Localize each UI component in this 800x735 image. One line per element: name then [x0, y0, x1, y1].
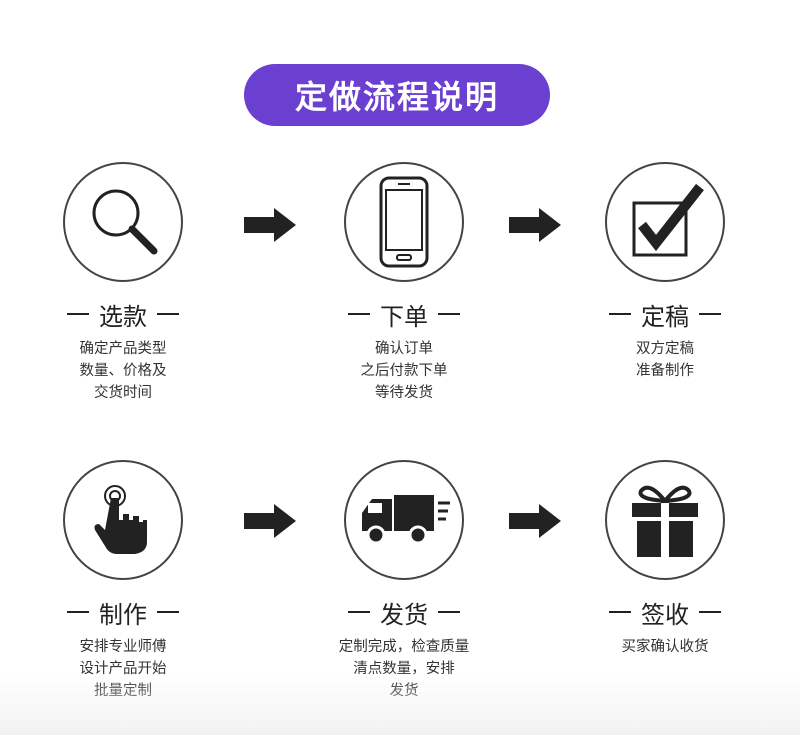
step-description: 确认订单 之后付款下单 等待发货: [360, 341, 448, 401]
step-icon-circle: [605, 162, 725, 282]
step-ship: 发货 定制完成，检查质量 清点数量，安排 发货: [304, 460, 504, 702]
dash-left: [348, 313, 370, 315]
step-select: 选款 确定产品类型 数量、价格及 交货时间: [23, 162, 223, 404]
dash-left: [609, 611, 631, 613]
step-title: 发货: [380, 600, 428, 629]
step-icon-circle: [344, 162, 464, 282]
step-title: 下单: [380, 302, 428, 331]
step-description: 双方定稿 准备制作: [636, 341, 694, 379]
arrow-right-icon: [244, 504, 296, 538]
step-heading: 签收: [565, 596, 765, 629]
step-title: 定稿: [641, 302, 689, 331]
dash-right: [438, 313, 460, 315]
step-receive: 签收 买家确认收货: [565, 460, 765, 658]
step-title: 签收: [641, 600, 689, 629]
step-title: 选款: [99, 302, 147, 331]
step-title: 制作: [99, 600, 147, 629]
dash-right: [157, 611, 179, 613]
dash-right: [699, 313, 721, 315]
step-produce: 制作 安排专业师傅 设计产品开始 批量定制: [23, 460, 223, 702]
step-description: 确定产品类型 数量、价格及 交货时间: [79, 341, 167, 401]
step-heading: 选款: [23, 298, 223, 331]
step-finalize: 定稿 双方定稿 准备制作: [565, 162, 765, 382]
title-banner: 定做流程说明: [244, 64, 550, 126]
dash-right: [157, 313, 179, 315]
step-icon-circle: [63, 460, 183, 580]
arrow-right-icon: [509, 208, 561, 242]
step-icon-circle: [63, 162, 183, 282]
dash-left: [609, 313, 631, 315]
step-description: 买家确认收货: [621, 639, 709, 655]
smartphone-icon: [379, 176, 429, 268]
step-heading: 发货: [304, 596, 504, 629]
search-icon: [92, 189, 158, 255]
step-heading: 制作: [23, 596, 223, 629]
step-heading: 定稿: [565, 298, 765, 331]
step-order: 下单 确认订单 之后付款下单 等待发货: [304, 162, 504, 404]
gift-icon: [632, 485, 698, 557]
footer-shade: [0, 675, 800, 735]
hand-pointer-icon: [94, 485, 147, 554]
arrow-right-icon: [509, 504, 561, 538]
dash-right: [438, 611, 460, 613]
page-title: 定做流程说明: [294, 78, 499, 116]
checkbox-icon: [632, 183, 704, 257]
step-heading: 下单: [304, 298, 504, 331]
dash-left: [67, 611, 89, 613]
step-icon-circle: [344, 460, 464, 580]
arrow-right-icon: [244, 208, 296, 242]
dash-right: [699, 611, 721, 613]
dash-left: [348, 611, 370, 613]
delivery-truck-icon: [362, 495, 450, 545]
step-icon-circle: [605, 460, 725, 580]
dash-left: [67, 313, 89, 315]
